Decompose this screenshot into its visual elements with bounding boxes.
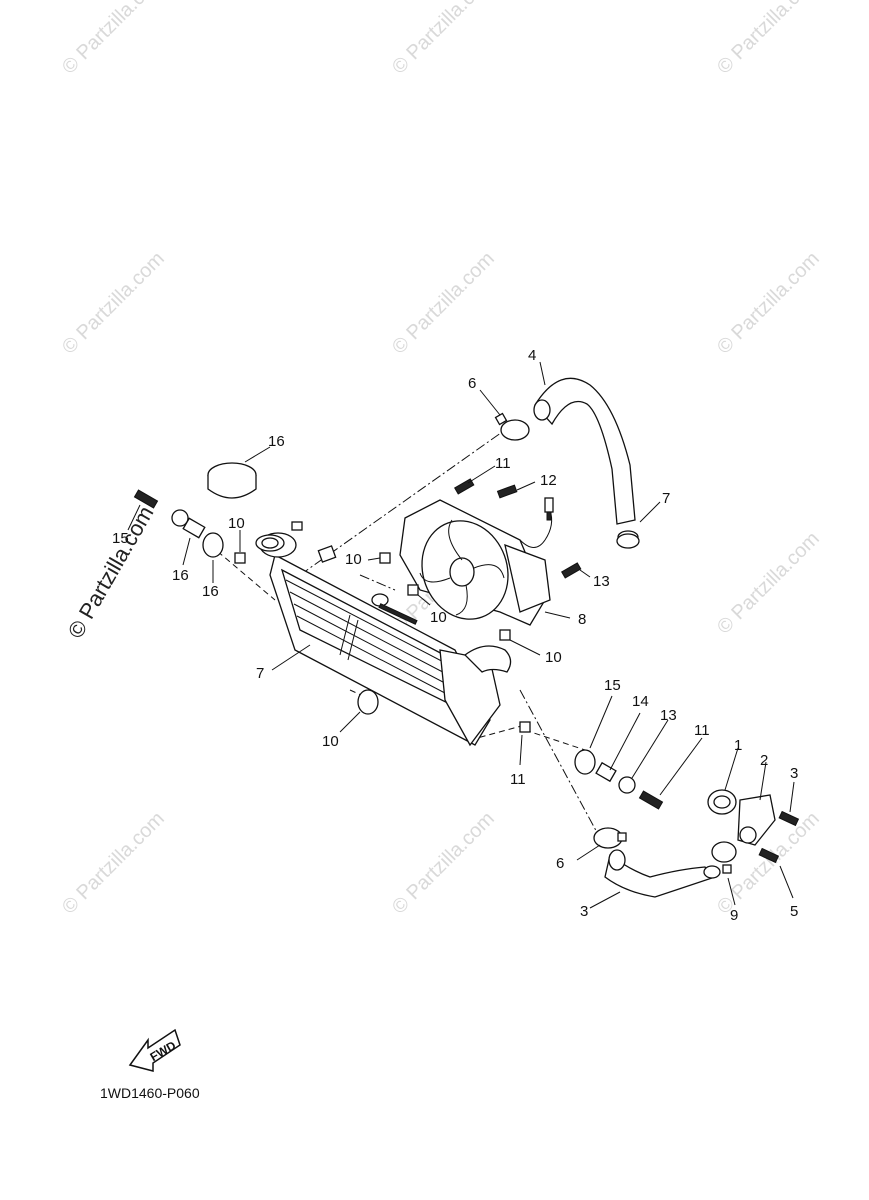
- outlet-fitting: [707, 789, 800, 864]
- hose-clamps: [494, 412, 737, 874]
- callout-10: 10: [345, 551, 362, 568]
- callout-10: 10: [228, 515, 245, 532]
- callout-2: 2: [760, 752, 768, 769]
- callout-16: 16: [202, 583, 219, 600]
- callout-8: 7: [256, 665, 264, 682]
- callout-11: 13: [593, 573, 610, 590]
- callout-11: 11: [495, 455, 511, 472]
- watermark-layer: © Partzilla.com © Partzilla.com © Partzi…: [58, 0, 824, 919]
- callout-11: 12: [540, 472, 557, 489]
- callout-13: 11: [694, 722, 710, 739]
- callout-9: 8: [578, 611, 586, 628]
- callout-7: 7: [662, 490, 670, 507]
- watermark: © Partzilla.com: [713, 528, 824, 639]
- callout-5: 4: [528, 347, 536, 364]
- watermark: © Partzilla.com: [713, 0, 824, 79]
- callout-3: 5: [790, 903, 798, 920]
- callout-13: 15: [112, 530, 129, 547]
- callout-1: 1: [734, 737, 742, 754]
- radiator-cap: [207, 462, 303, 552]
- callout-12: 16: [268, 433, 285, 450]
- callout-3: 3: [790, 765, 798, 782]
- watermark: © Partzilla.com: [713, 248, 824, 359]
- diagram-code: 1WD1460-P060: [100, 1085, 200, 1101]
- callout-10: 10: [430, 609, 447, 626]
- watermark: © Partzilla.com: [388, 808, 499, 919]
- side-watermark: © Partzilla.com: [63, 502, 159, 643]
- callouts: 4 6 16 11 12 7 15 10 16 16 10 13 10 8 10…: [112, 347, 798, 924]
- callout-4: 3: [580, 903, 588, 920]
- callout-16: 15: [604, 677, 621, 694]
- watermark: © Partzilla.com: [58, 0, 169, 79]
- leader-lines: [127, 361, 795, 909]
- watermark: © Partzilla.com: [388, 0, 499, 79]
- fan-assembly: [399, 497, 554, 626]
- watermark: © Partzilla.com: [388, 248, 499, 359]
- fwd-arrow-icon: FWD: [128, 1028, 181, 1072]
- callout-10: 11: [510, 771, 526, 788]
- callout-16: 10: [322, 733, 339, 750]
- callout-6: 6: [556, 855, 564, 872]
- callout-7: 9: [730, 907, 738, 924]
- callout-10: 10: [545, 649, 562, 666]
- callout-6: 6: [468, 375, 476, 392]
- callout-15: 16: [172, 567, 189, 584]
- watermark: © Partzilla.com: [58, 248, 169, 359]
- radiator: [259, 532, 512, 747]
- lower-hose: [604, 849, 721, 898]
- callout-14: 13: [660, 707, 677, 724]
- watermark: © Partzilla.com: [58, 808, 169, 919]
- callout-15: 14: [632, 693, 649, 710]
